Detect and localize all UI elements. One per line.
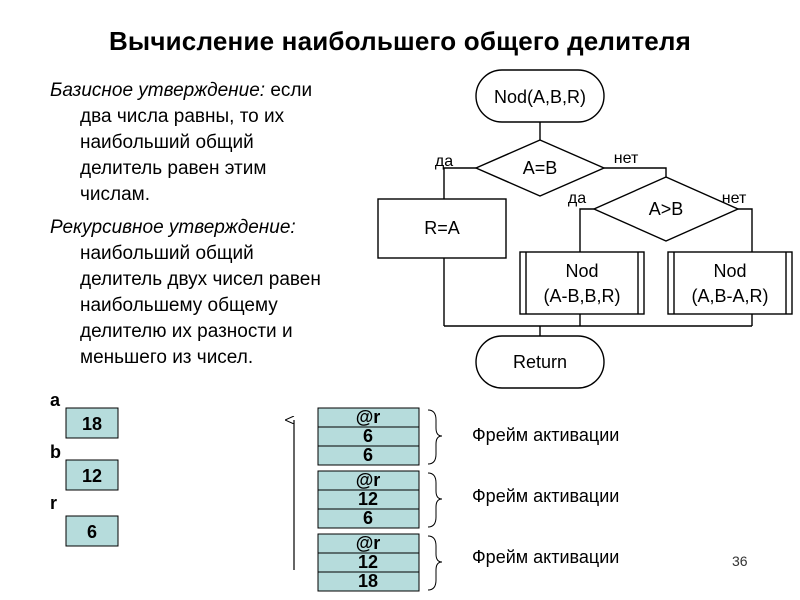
frame-1-brace [427,472,443,528]
recursive-label: Рекурсивное утверждение: [50,217,296,238]
stack-frame-1: @r 12 6 Фрейм активации [317,470,619,529]
stack-frame-2: @r 12 18 Фрейм активации [317,533,619,592]
call1-label-line1: Nod [565,261,598,281]
frame-2-brace [427,535,443,591]
cond2-no-label: нет [722,190,747,207]
call-stack: @r 6 6 Фрейм активации @r 12 6 Фрейм акт… [294,407,619,592]
frame-0-brace [427,409,443,465]
frame-1-value-1: 12 [358,489,378,509]
frame-2-value-1: 12 [358,552,378,572]
basis-label: Базисное утверждение: [50,80,266,101]
frame-2-value-0: @r [356,533,381,553]
frame-2-label: Фрейм активации [472,547,619,567]
frame-1-cell-2 [317,508,420,529]
call2-label-line2: (A,B-A,R) [691,286,768,306]
basis-text-3: делитель равен этим [80,158,267,179]
connector-cond2-no [738,208,753,252]
frame-0-cell-2 [317,445,420,466]
cond1-yes-label: да [435,153,453,170]
connector-cond1-no [604,167,667,177]
slide-number: 36 [732,553,748,569]
slide-title: Вычисление наибольшего общего делителя [108,26,692,56]
return-terminal [475,335,605,389]
basis-statement: Базисное утверждение: если два числа рав… [50,78,312,208]
cond1-no-label: нет [614,150,639,167]
stack-frame-0: @r 6 6 Фрейм активации [317,407,619,466]
var-b-value: 12 [82,466,102,486]
connector-cond1-yes [443,167,476,199]
var-r-box [65,515,119,547]
recursive-statement: Рекурсивное утверждение: наибольший общи… [50,215,321,371]
decision-a-greater-b [592,176,740,242]
basis-text-1: два числа равны, то их [80,106,285,127]
frame-0-value-1: 6 [363,426,373,446]
cond2-yes-label: да [568,190,586,207]
decision-a-equals-b [474,139,606,197]
var-a-value: 18 [82,414,102,434]
var-a-box [65,407,119,439]
recursive-text-3: делителю их разности и [80,321,293,342]
recursive-text-4: меньшего из чисел. [80,347,254,368]
basis-text-4: числам. [80,184,151,205]
start-label: Nod(A,B,R) [494,87,586,107]
flowchart-labels: Nod(A,B,R) A=B да нет R=A A>B да нет Nod… [424,87,768,372]
assign-box [377,198,507,259]
frame-0-label: Фрейм активации [472,425,619,445]
recursive-text-1: делитель двух чисел равен [80,269,321,290]
var-b-name: b [50,442,61,462]
cond1-label: A=B [523,158,558,178]
frame-0-value-2: 6 [363,445,373,465]
var-r-name: r [50,493,57,513]
cond2-label: A>B [649,199,684,219]
recursive-text-0: наибольший общий [80,243,254,264]
call1-label-line2: (A-B,B,R) [543,286,620,306]
frame-0-value-0: @r [356,407,381,427]
frame-1-value-2: 6 [363,508,373,528]
var-r-value: 6 [87,522,97,542]
call-box-2 [667,251,793,315]
basis-text-0: если [270,80,313,101]
recursive-text-2: наибольшему общему [80,295,278,316]
frame-1-label: Фрейм активации [472,486,619,506]
frame-1-value-0: @r [356,470,381,490]
variables: a 18 b 12 r 6 [50,390,119,547]
call-box-1 [519,251,645,315]
start-terminal [475,69,605,123]
var-a-name: a [50,390,61,410]
basis-text-2: наибольший общий [80,132,254,153]
assign-label: R=A [424,218,460,238]
frame-2-cell-2 [317,571,420,592]
flowchart [377,69,793,389]
var-b-box [65,459,119,491]
frame-2-value-2: 18 [358,571,378,591]
connector-cond2-yes [579,208,594,252]
call2-label-line1: Nod [713,261,746,281]
return-label: Return [513,352,567,372]
